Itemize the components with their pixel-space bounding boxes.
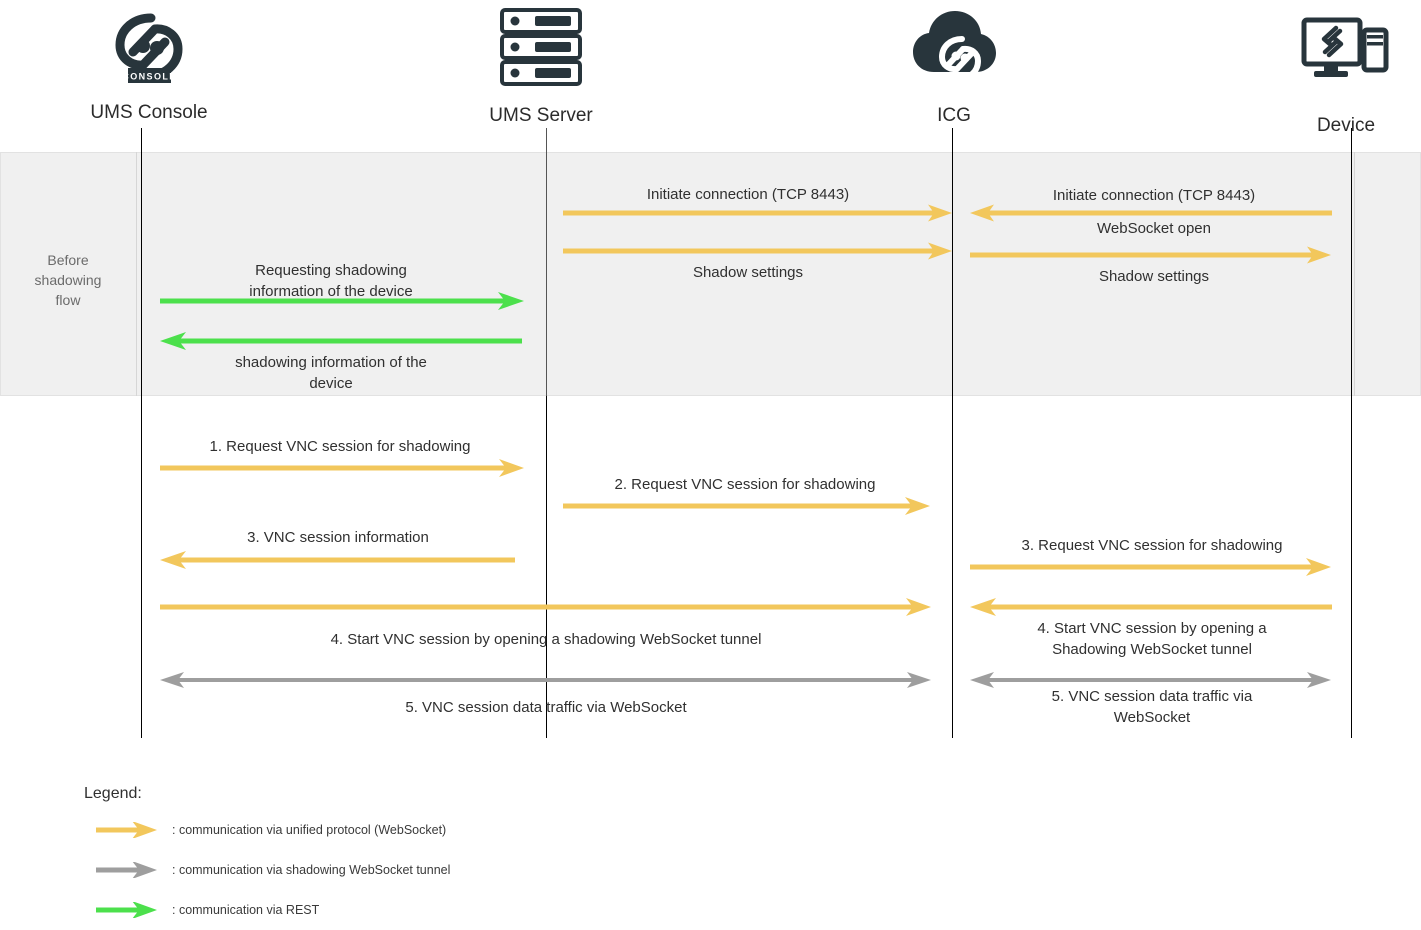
legend-unified-protocol-label: : communication via unified protocol (We… [172, 823, 447, 837]
msg-step-4-start-vnc-session-device: 4. Start VNC session by opening a Shadow… [1037, 620, 1267, 658]
legend-shadowing-tunnel-label: : communication via shadowing WebSocket … [172, 863, 451, 877]
arrow-initiate-connection-device-to-icg [970, 204, 1332, 222]
arrow-initiate-connection-server-to-icg [563, 204, 953, 222]
legend-arrow-yellow-icon [96, 821, 158, 839]
actor-label-ums-console: UMS Console [90, 102, 208, 123]
band-label: Before shadowing flow [34, 252, 102, 308]
legend-shadowing-tunnel: : communication via shadowing WebSocket … [96, 861, 451, 879]
arrow-step-2-request-vnc-session [563, 497, 931, 515]
arrow-step-3-request-vnc-session [970, 558, 1332, 576]
lifeline-device [1351, 128, 1352, 738]
before-shadowing-flow-band [0, 152, 1421, 396]
msg-step-4-start-vnc-session-console: 4. Start VNC session by opening a shadow… [330, 631, 762, 648]
desktop-monitor-icon [1300, 14, 1392, 92]
msg-step-1-request-vnc-session: 1. Request VNC session for shadowing [209, 438, 471, 455]
svg-text:CONSOLE: CONSOLE [122, 72, 176, 82]
lifeline-ums-console [141, 128, 142, 738]
msg-step-3-vnc-session-information: 3. VNC session information [247, 529, 429, 546]
lifeline-ums-server-band [546, 128, 547, 396]
band-divider-left [136, 152, 137, 396]
arrow-step-5-vnc-data-traffic-device [970, 672, 1332, 688]
legend-rest-label: : communication via REST [172, 903, 320, 917]
msg-initiate-connection-server-to-icg: Initiate connection (TCP 8443) [646, 186, 850, 203]
msg-step-2-request-vnc-session: 2. Request VNC session for shadowing [614, 476, 876, 493]
arrow-step-1-request-vnc-session [160, 459, 525, 477]
msg-step-5-vnc-data-traffic-device: 5. VNC session data traffic via WebSocke… [1051, 688, 1253, 726]
actor-label-ums-server: UMS Server [489, 105, 593, 126]
arrow-shadowing-information-response [160, 332, 522, 350]
arrow-step-4-start-vnc-session-device [970, 598, 1332, 616]
band-divider-right [1354, 152, 1355, 396]
legend-title: Legend: [84, 785, 142, 802]
msg-shadowing-information-response: shadowing information of the device [235, 354, 427, 392]
msg-step-3-request-vnc-session: 3. Request VNC session for shadowing [1021, 537, 1283, 554]
msg-step-5-vnc-data-traffic-console: 5. VNC session data traffic via WebSocke… [405, 699, 687, 716]
legend-rest: : communication via REST [96, 901, 320, 919]
arrow-step-3-vnc-session-information [160, 551, 515, 569]
server-rack-icon [495, 6, 587, 86]
legend-arrow-green-icon [96, 901, 158, 919]
arrow-websocket-open [970, 246, 1332, 264]
ums-console-logo-icon: CONSOLE [103, 8, 195, 88]
msg-websocket-open: WebSocket open [1097, 220, 1211, 237]
legend-unified-protocol: : communication via unified protocol (We… [96, 821, 447, 839]
msg-shadow-settings-server-to-icg: Shadow settings [692, 264, 804, 281]
lifeline-icg [952, 128, 953, 738]
actor-label-device: Device [1316, 115, 1376, 136]
cloud-gateway-icon [908, 6, 1000, 86]
lifeline-ums-server [546, 396, 547, 738]
msg-initiate-connection-device-to-icg: Initiate connection (TCP 8443) [1052, 187, 1256, 204]
legend-arrow-grey-icon [96, 861, 158, 879]
msg-shadow-settings-icg-to-device: Shadow settings [1098, 268, 1210, 285]
actor-label-icg: ICG [937, 105, 971, 126]
arrow-step-4-start-vnc-session-console [160, 598, 932, 616]
arrow-shadow-settings-server-to-icg [563, 242, 953, 260]
arrow-step-5-vnc-data-traffic-console [160, 672, 932, 688]
arrow-requesting-shadowing-information [160, 292, 525, 310]
msg-requesting-shadowing-information: Requesting shadowing information of the … [249, 262, 413, 300]
